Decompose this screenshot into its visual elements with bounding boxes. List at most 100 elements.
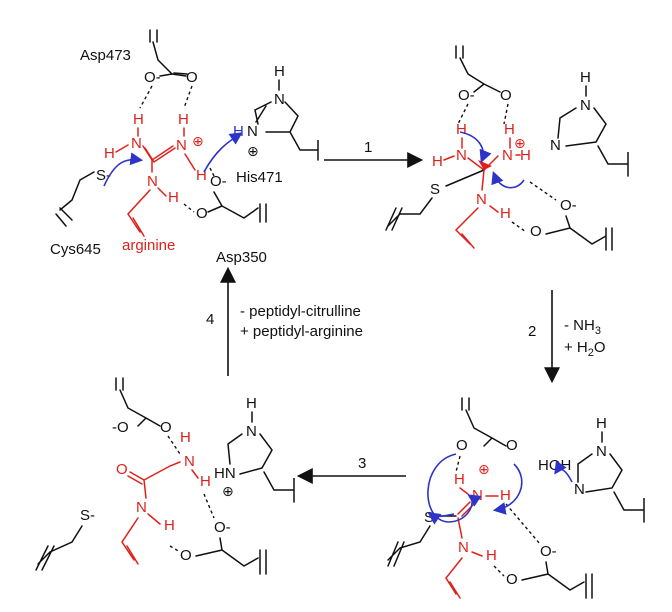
arginine-label: arginine — [122, 237, 175, 254]
electron-arrow — [203, 132, 243, 173]
atom-n: N — [476, 191, 487, 208]
step-2-label: 2 — [528, 323, 536, 340]
atom-n: N — [246, 423, 257, 440]
atom-h: H — [274, 63, 285, 80]
step-2-condition-1: - NH — [564, 317, 595, 334]
asp350-carboxylate: O- O — [183, 167, 267, 223]
atom-n: N — [574, 481, 585, 498]
atom-o-minus: O- — [144, 69, 161, 86]
atom-o: O — [186, 69, 198, 86]
step-2-condition-2-tail: O — [594, 339, 606, 356]
charge-plus: ⊕ — [478, 461, 490, 477]
svg-text:+ H2O: + H2O — [564, 339, 606, 359]
atom-n: N — [502, 147, 513, 164]
asp473-label: Asp473 — [80, 47, 131, 64]
atom-o: O — [180, 547, 192, 564]
panel-arginine-bound: Asp473 O- O H H H N N ⊕ N H H arginine H… — [50, 29, 319, 266]
atom-o-minus: O- — [214, 519, 231, 536]
atom-o: O — [506, 571, 518, 588]
atom-h: H — [486, 547, 497, 564]
atom-h: H — [133, 111, 144, 128]
atom-o: O — [116, 461, 128, 478]
atom-o: O — [500, 87, 512, 104]
atom-hn: HN — [214, 465, 236, 482]
atom-h: H — [104, 145, 115, 162]
atom-h: H — [456, 121, 467, 138]
cys645-thiolate: S- — [55, 167, 111, 227]
atom-s: S — [430, 181, 440, 198]
electron-arrow — [459, 131, 492, 163]
atom-h: H — [196, 167, 207, 184]
atom-n: N — [596, 443, 607, 460]
hbond — [183, 85, 193, 109]
atom-h: H — [500, 487, 511, 504]
atom-h: H — [168, 189, 179, 206]
step-4-condition-2: + peptidyl-arginine — [240, 323, 363, 340]
atom-o: O — [456, 437, 468, 454]
atom-o-minus: O- — [210, 173, 227, 190]
atom-n: N — [472, 487, 483, 504]
atom-neg-o: -O — [112, 419, 129, 436]
electron-arrow — [427, 453, 482, 523]
atom-h: H — [200, 473, 211, 490]
asp473-carboxylate — [149, 29, 188, 77]
electron-arrow — [427, 512, 455, 525]
atom-n: N — [550, 137, 561, 154]
asp350-label: Asp350 — [216, 249, 267, 266]
atom-n: N — [247, 123, 258, 140]
atom-h: H — [164, 517, 175, 534]
atom-s-minus: S- — [80, 507, 95, 524]
hbond — [139, 85, 153, 109]
atom-h: H — [504, 121, 515, 138]
charge-plus: ⊕ — [514, 135, 526, 151]
atom-o-minus: O- — [458, 87, 475, 104]
atom-h: H — [596, 415, 607, 432]
charge-plus: ⊕ — [247, 143, 259, 159]
atom-h: H — [520, 147, 531, 164]
atom-o-minus: O- — [540, 543, 557, 560]
electron-arrow — [491, 171, 525, 189]
atom-n: N — [131, 135, 142, 152]
cys645-label: Cys645 — [50, 241, 101, 258]
electron-arrow — [103, 152, 144, 187]
charge-plus: ⊕ — [192, 133, 204, 149]
atom-h: H — [500, 205, 511, 222]
atom-h: H — [432, 153, 443, 170]
step-4-condition-1: - peptidyl-citrulline — [240, 303, 361, 320]
his471-imidazole: H N N H ⊕ — [233, 63, 319, 161]
atom-n: N — [580, 97, 591, 114]
his471-label: His471 — [236, 169, 283, 186]
atom-o-minus: O- — [560, 197, 577, 214]
step-2-subscript-1: 3 — [595, 325, 601, 337]
step-2-subscript-2: 2 — [588, 347, 594, 359]
atom-h: H — [246, 395, 257, 412]
atom-n: N — [456, 147, 467, 164]
atom-o: O — [196, 205, 208, 222]
water-label: HOH — [538, 457, 571, 474]
atom-n: N — [458, 539, 469, 556]
panel-thioester-intermediate: O O H N ⊕ H S N H O- O HOH H N N — [387, 397, 645, 599]
svg-text:- NH3: - NH3 — [564, 317, 601, 337]
atom-h: H — [233, 123, 244, 140]
panel-tetrahedral-intermediate: O- O H H H N N ⊕ H N H S N H N O- O — [385, 45, 629, 251]
atom-o: O — [160, 419, 172, 436]
atom-h: H — [180, 429, 191, 446]
electron-arrow — [554, 460, 573, 483]
atom-n: N — [184, 453, 195, 470]
atom-n: N — [274, 91, 285, 108]
atom-h: H — [178, 111, 189, 128]
step-2-condition-2: + H — [564, 339, 588, 356]
atom-n: N — [176, 137, 187, 154]
step-1-label: 1 — [364, 139, 372, 156]
atom-n: N — [136, 499, 147, 516]
charge-plus: ⊕ — [222, 483, 234, 499]
atom-o: O — [506, 437, 518, 454]
atom-h: H — [454, 471, 465, 488]
step-4-label: 4 — [206, 311, 214, 328]
atom-h: H — [580, 69, 591, 86]
atom-o: O — [530, 223, 542, 240]
panel-citrulline-product: -O O O N H H N H S- H N HN ⊕ O- O — [35, 377, 295, 575]
atom-n: N — [147, 173, 158, 190]
step-3-label: 3 — [358, 455, 366, 472]
